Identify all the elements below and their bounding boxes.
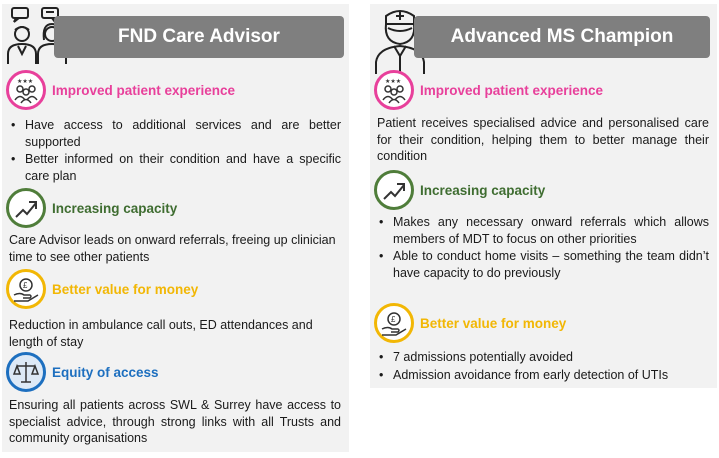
- section-title: Better value for money: [420, 315, 567, 331]
- svg-text:£: £: [23, 281, 28, 290]
- patients-icon: ★★★: [374, 70, 414, 110]
- section-title: Improved patient experience: [52, 82, 236, 98]
- nurse-icon: [372, 6, 428, 76]
- money-hand-icon: £: [6, 269, 46, 309]
- money-hand-icon: £: [374, 303, 414, 343]
- section-title: Equity of access: [52, 364, 159, 380]
- section-text: Ensuring all patients across SWL & Surre…: [9, 398, 341, 445]
- patients-icon: ★★★: [6, 70, 46, 110]
- advanced-ms-champion-panel: Advanced MS Champion ★★★ Improved patien…: [370, 4, 717, 388]
- panel-title: Advanced MS Champion: [414, 16, 710, 58]
- scales-icon: [6, 352, 46, 392]
- section-title: Increasing capacity: [420, 182, 546, 198]
- panel-title: FND Care Advisor: [54, 16, 344, 58]
- list-item: Admission avoidance from early detection…: [377, 367, 709, 384]
- list-item: 7 admissions potentially avoided: [377, 349, 709, 366]
- fnd-care-advisor-panel: FND Care Advisor ★★★ Improved patient ex…: [2, 4, 349, 452]
- section-text: Reduction in ambulance call outs, ED att…: [9, 318, 313, 349]
- section-title: Increasing capacity: [52, 200, 178, 216]
- list-item: Makes any necessary onward referrals whi…: [377, 214, 709, 247]
- section-title: Improved patient experience: [420, 82, 604, 98]
- svg-text:★★★: ★★★: [17, 78, 33, 85]
- svg-text:£: £: [391, 315, 396, 324]
- trend-up-icon: [374, 170, 414, 210]
- section-text: Care Advisor leads on onward referrals, …: [9, 233, 336, 264]
- trend-up-icon: [6, 188, 46, 228]
- svg-text:★★★: ★★★: [385, 78, 401, 85]
- section-text: Patient receives specialised advice and …: [377, 116, 709, 163]
- list-item: Have access to additional services and a…: [9, 117, 341, 150]
- list-item: Able to conduct home visits – something …: [377, 248, 709, 281]
- section-title: Better value for money: [52, 281, 199, 297]
- list-item: Better informed on their condition and h…: [9, 151, 341, 184]
